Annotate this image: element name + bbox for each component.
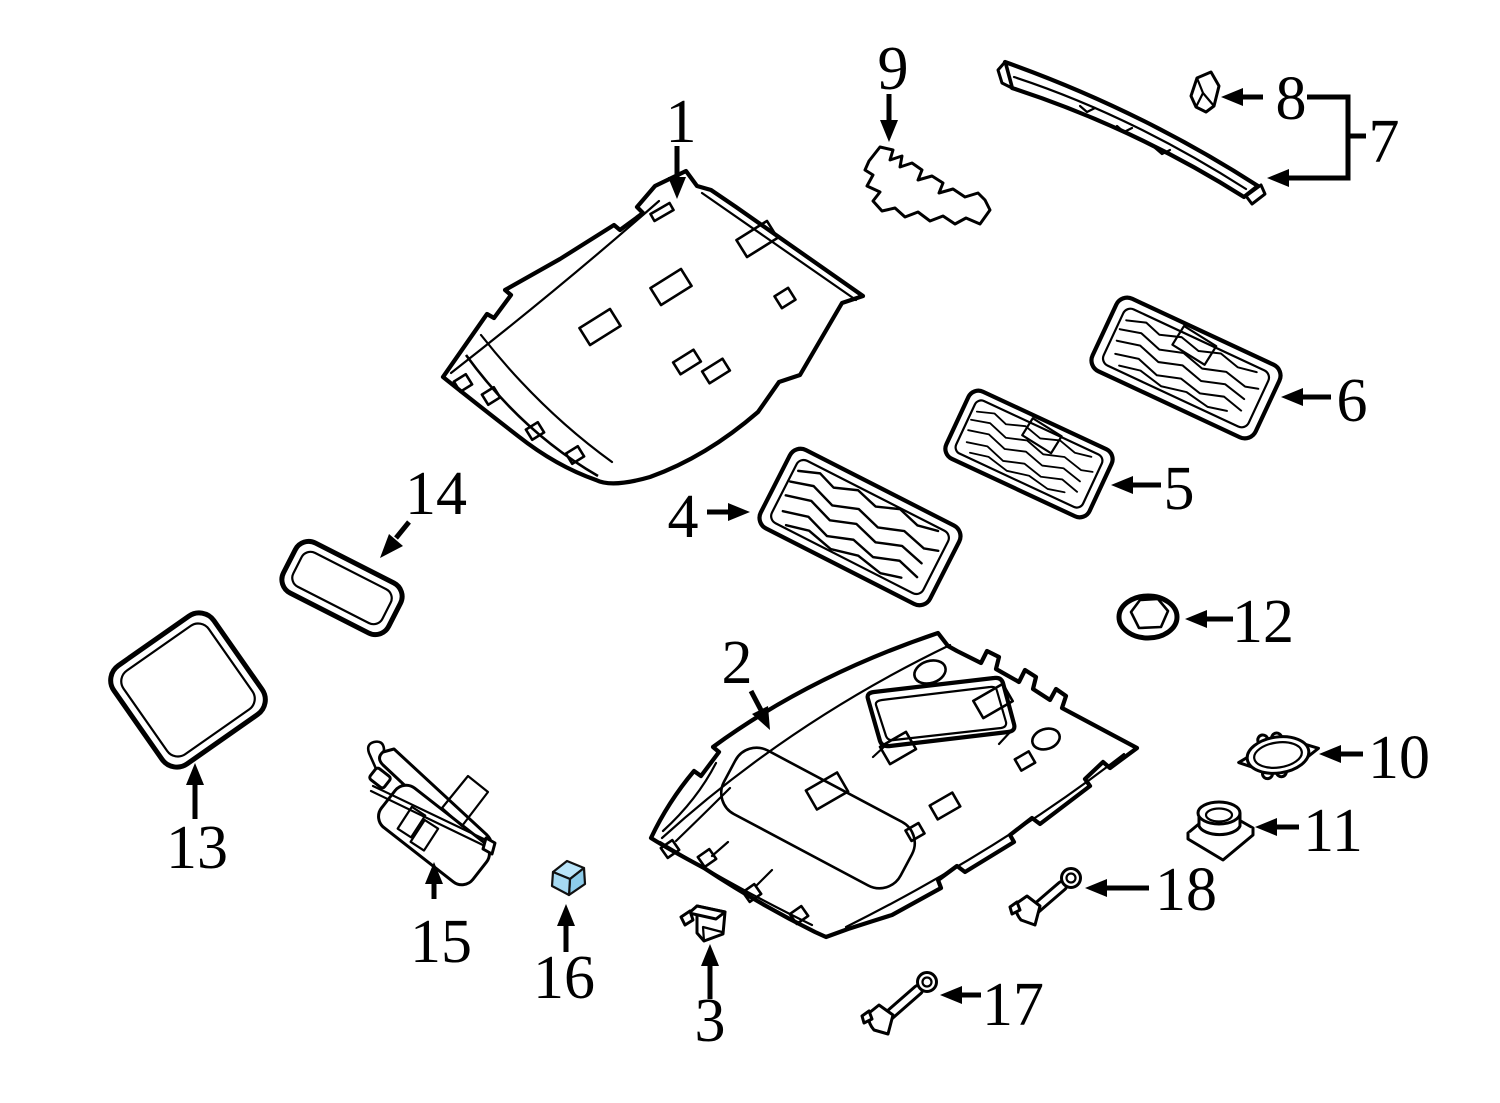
callout-12[interactable]: 12 [1185,588,1294,656]
callout-10[interactable]: 10 [1319,724,1430,792]
part-9-mounting-bracket [863,145,992,226]
callout-2-line [748,689,765,714]
callout-17-arrowhead [940,986,962,1004]
part-2-headliner-rear-panel [648,630,1140,940]
callout-6-label[interactable]: 6 [1337,367,1368,435]
part-5-insulator-pad [943,388,1115,520]
callout-7-line [1289,94,1366,181]
part-10-speaker-retainer-ring [1237,731,1320,781]
callout-18[interactable]: 18 [1085,856,1217,924]
callout-16-arrowhead [557,904,575,926]
callout-13-label[interactable]: 13 [166,814,228,882]
callout-8[interactable]: 8 [1221,65,1307,133]
callout-2[interactable]: 2 [722,629,771,730]
callout-6[interactable]: 6 [1281,367,1368,435]
callout-18-label[interactable]: 18 [1155,856,1217,924]
part-18-grab-handle [1008,867,1082,927]
callout-18-arrowhead [1085,879,1107,897]
callout-12-label[interactable]: 12 [1232,588,1294,656]
callout-7-arrowhead [1267,169,1289,187]
callout-2-label[interactable]: 2 [722,629,753,697]
callout-13-arrowhead [186,763,204,785]
part-15-sun-visor [366,740,497,887]
part-13-sunroof-seal-front [108,610,268,770]
callout-4[interactable]: 4 [668,483,751,551]
callout-16[interactable]: 16 [533,904,595,1012]
callout-10-label[interactable]: 10 [1368,724,1430,792]
callout-14-label[interactable]: 14 [405,460,467,528]
part-4-insulator-pad [757,446,963,608]
callout-17[interactable]: 17 [940,971,1044,1039]
part-6-insulator-pad [1089,295,1283,441]
callout-4-arrowhead [728,503,750,521]
callout-5[interactable]: 5 [1111,455,1195,523]
callout-7[interactable]: 7 [1267,94,1400,187]
part-16-clip-highlighted [550,859,587,897]
callout-8-label[interactable]: 8 [1276,65,1307,133]
callout-13[interactable]: 13 [166,763,228,882]
callout-14-line [394,520,411,540]
callout-2-arrowhead [752,706,770,730]
callout-15-label[interactable]: 15 [410,908,472,976]
callout-3[interactable]: 3 [695,944,726,1055]
part-8-trim-clip [1189,70,1221,114]
callout-4-label[interactable]: 4 [668,483,699,551]
callout-3-arrowhead [701,944,719,966]
callout-8-arrowhead [1221,88,1243,106]
callout-17-label[interactable]: 17 [982,971,1044,1039]
part-3-retainer-clip [679,904,727,943]
callout-15[interactable]: 15 [410,862,472,976]
callout-7-label[interactable]: 7 [1369,108,1400,176]
callout-9[interactable]: 9 [878,35,909,142]
callout-1-label[interactable]: 1 [666,88,697,156]
callout-10-arrowhead [1319,745,1341,763]
callout-9-label[interactable]: 9 [878,35,909,103]
part-17-grab-handle [860,971,938,1036]
part-12-oval-ring [1116,593,1180,641]
callout-15-arrowhead [425,862,443,884]
part-11-grommet [1186,800,1255,862]
callout-11[interactable]: 11 [1255,797,1363,865]
callout-11-arrowhead [1255,818,1277,836]
callout-5-label[interactable]: 5 [1164,455,1195,523]
part-14-sunroof-seal-rear [279,538,405,638]
part-1-headliner-front-panel [440,168,866,486]
callout-3-label[interactable]: 3 [695,987,726,1055]
callout-9-arrowhead [880,120,898,142]
callout-11-label[interactable]: 11 [1303,797,1363,865]
callout-1-arrowhead [668,177,686,199]
callout-14-arrowhead [380,534,403,558]
callout-14[interactable]: 14 [380,460,467,558]
callout-12-arrowhead [1185,610,1207,628]
part-7-roof-header-trim [996,59,1267,206]
callout-5-arrowhead [1111,476,1133,494]
callout-1[interactable]: 1 [666,88,697,199]
callout-16-label[interactable]: 16 [533,944,595,1012]
clip-front-face [550,870,572,897]
callout-6-arrowhead [1281,388,1303,406]
